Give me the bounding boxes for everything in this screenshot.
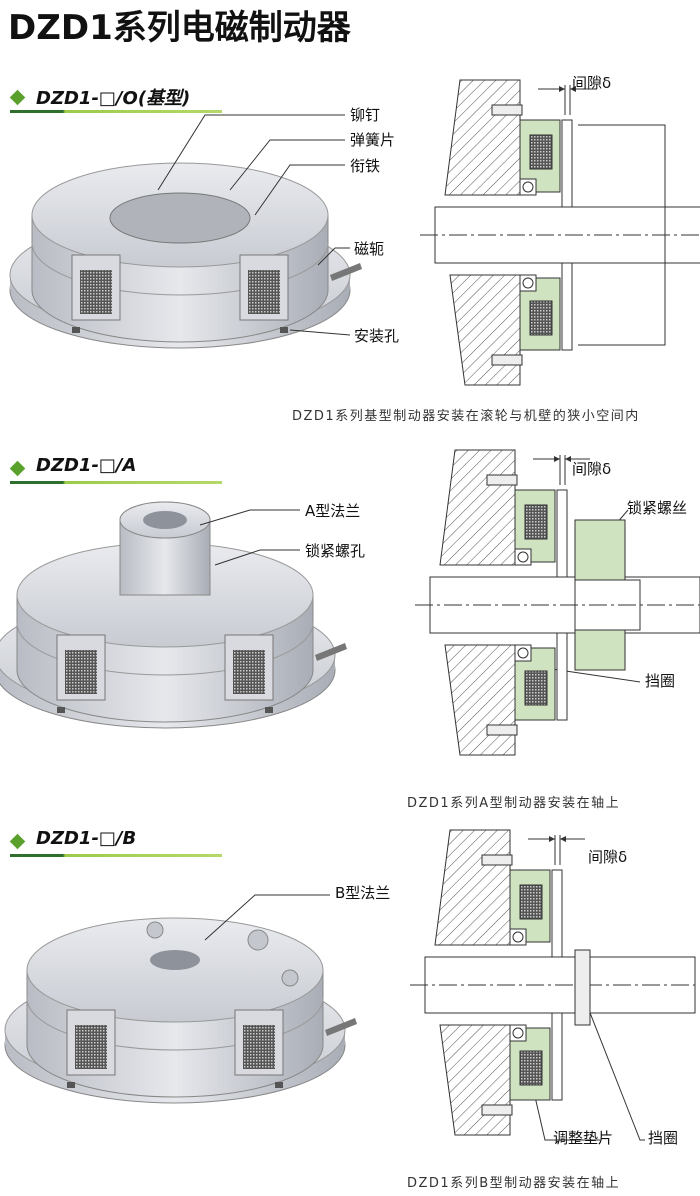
caption-basic: DZD1系列基型制动器安装在滚轮与机壁的狭小空间内 — [292, 409, 640, 424]
part-label-a-flange: A型法兰 — [305, 502, 361, 520]
section-underline — [10, 110, 222, 113]
caption-a: DZD1系列A型制动器安装在轴上 — [407, 796, 621, 811]
section-header-a: DZD1-□/A — [9, 455, 225, 485]
part-label-mounting-hole: 安装孔 — [354, 327, 400, 345]
diamond-bullet-icon — [9, 833, 26, 850]
diagram-label-gap: 间隙δ — [572, 460, 612, 478]
part-label-lock-screw-hole: 锁紧螺孔 — [305, 542, 366, 560]
part-label-spring-plate: 弹簧片 — [350, 131, 396, 149]
center-bore — [109, 192, 251, 244]
diagram-label-retaining-ring: 挡圈 — [645, 672, 676, 690]
diamond-bullet-icon — [9, 460, 26, 477]
part-label-rivet: 铆钉 — [350, 106, 381, 124]
section-header-basic: DZD1-□/O(基型) — [9, 84, 225, 114]
leader-lines-1 — [157, 114, 351, 336]
diagram-label-lock-screw: 锁紧螺丝 — [627, 499, 688, 517]
page-title: DZD1系列电磁制动器 — [8, 8, 351, 48]
install-diagram-b — [409, 829, 696, 1136]
brake-basic-illustration — [9, 162, 363, 349]
diamond-bullet-icon — [9, 89, 26, 106]
diagram-label-shim: 调整垫片 — [553, 1129, 614, 1147]
part-label-yoke: 磁轭 — [354, 240, 385, 258]
caption-b: DZD1系列B型制动器安装在轴上 — [407, 1176, 621, 1191]
part-label-b-flange: B型法兰 — [335, 884, 391, 902]
section-underline — [10, 481, 222, 484]
install-diagram-basic — [419, 79, 700, 386]
section-underline — [10, 854, 222, 857]
brake-b-illustration — [4, 917, 358, 1104]
section-header-b: DZD1-□/B — [9, 828, 225, 858]
diagram-label-retaining-ring: 挡圈 — [648, 1129, 679, 1147]
section-label: DZD1-□/A — [36, 455, 137, 476]
diagram-label-gap: 间隙δ — [588, 848, 628, 866]
part-label-armature: 衔铁 — [350, 157, 381, 175]
install-diagram-a — [414, 449, 700, 756]
section-label: DZD1-□/O(基型) — [36, 88, 191, 109]
section-label: DZD1-□/B — [36, 828, 137, 849]
diagram-label-gap: 间隙δ — [572, 74, 612, 92]
